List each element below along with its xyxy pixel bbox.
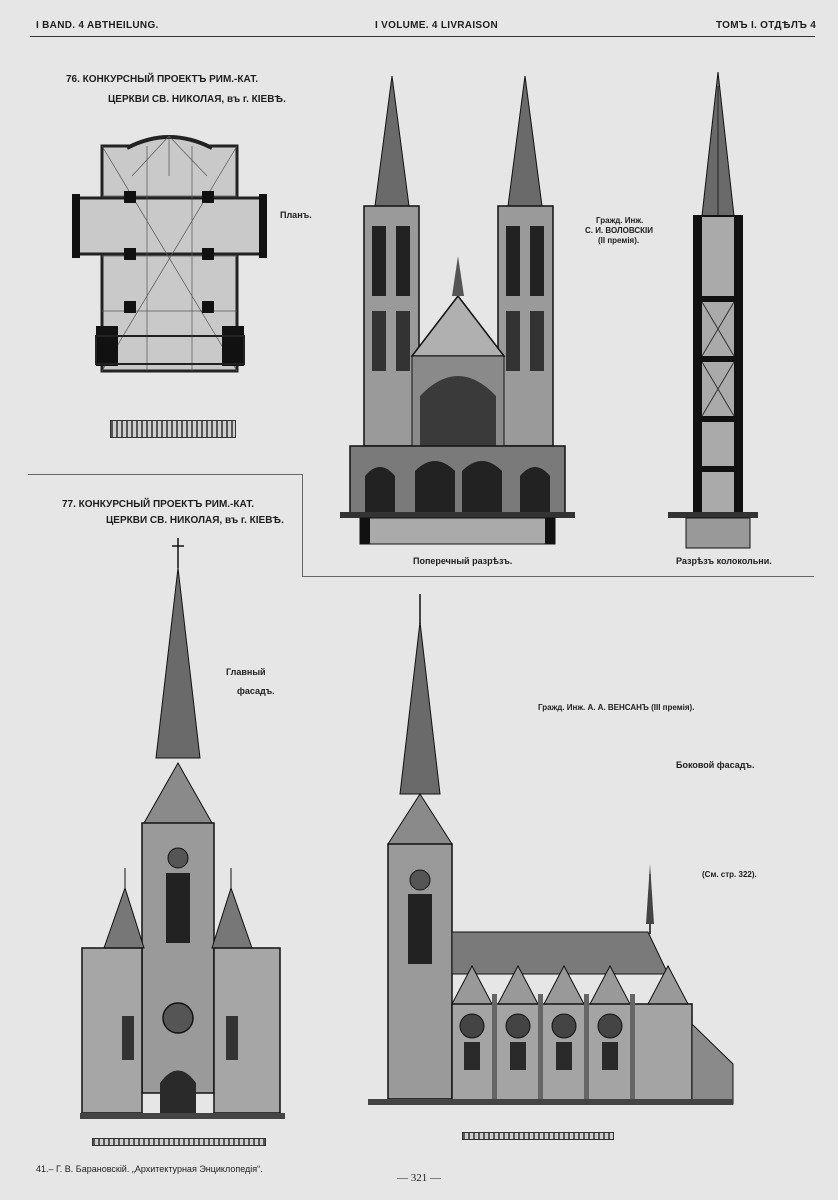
cross-section-drawing [340,75,575,545]
header-left: I BAND. 4 ABTHEILUNG. [36,20,159,31]
project76-title-line1: 76. КОНКУРСНЫЙ ПРОЕКТЪ РИМ.-КАТ. [66,74,258,85]
side-facade-scale-bar [462,1132,614,1140]
divider-horizontal-left [28,474,303,475]
plan-label: Планъ. [280,210,312,220]
project77-title-line1: 77. КОНКУРСНЫЙ ПРОЕКТЪ РИМ.-КАТ. [62,499,254,510]
main-facade-label-line2: фасадъ. [237,686,275,696]
header-center: I VOLUME. 4 LIVRAISON [375,20,498,31]
author76-line3: (II премія). [598,236,640,245]
divider-vertical [302,474,303,576]
tower-section-label: Разрѣзъ колокольни. [676,556,772,566]
footer-citation: 41.– Г. В. Барановскій. „Архитектурная Э… [36,1164,263,1174]
project76-title-line2: ЦЕРКВИ СВ. НИКОЛАЯ, въ г. КІЕВѢ. [108,94,286,105]
author77: Гражд. Инж. А. А. ВЕНСАНЪ (III премія). [538,703,695,712]
side-facade-label: Боковой фасадъ. [676,760,755,770]
author76-line1: Гражд. Инж. [596,216,644,225]
floor-plan-drawing [72,135,267,373]
main-facade-drawing [80,538,285,1119]
cross-section-label: Поперечный разрѣзъ. [413,556,513,566]
author76-line2: С. И. ВОЛОВСКІИ [585,226,653,235]
divider-horizontal-right [302,576,814,577]
main-facade-label-line1: Главный [226,667,266,677]
tower-section-drawing [668,71,758,549]
side-facade-drawing [368,594,734,1105]
page-reference: (См. стр. 322). [702,870,757,879]
plan-scale-bar [110,420,236,438]
header-rule [30,36,815,37]
main-facade-scale-bar [92,1138,266,1146]
project77-title-line2: ЦЕРКВИ СВ. НИКОЛАЯ, въ г. КІЕВѢ. [106,515,284,526]
header-right: ТОМЪ I. ОТДѢЛЪ 4 [716,20,817,31]
page-number: — 321 — [397,1172,441,1184]
